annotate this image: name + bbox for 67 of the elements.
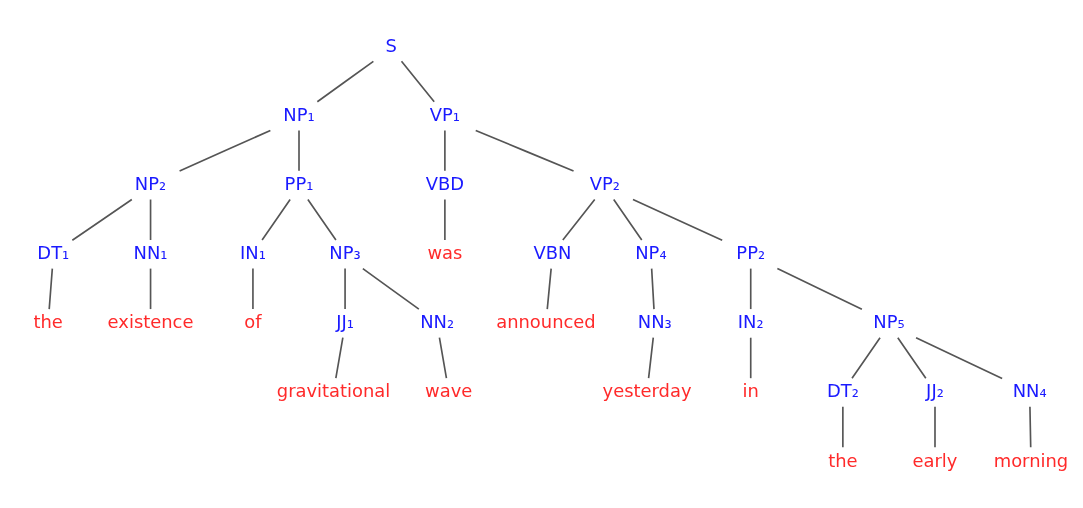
connector <box>650 267 655 310</box>
node-text: VBN <box>533 241 572 263</box>
connector <box>474 129 575 172</box>
connector <box>444 129 446 172</box>
connector <box>842 405 844 448</box>
connector <box>612 198 643 241</box>
node-text: VP₁ <box>429 103 460 125</box>
node-text: early <box>912 449 958 471</box>
connector <box>400 60 435 103</box>
node-text: NN₄ <box>1012 379 1047 401</box>
connector <box>307 198 337 241</box>
connector <box>749 267 752 310</box>
node-text: JJ₂ <box>926 379 944 401</box>
node-text: NN₂ <box>420 310 455 332</box>
connector <box>344 267 346 310</box>
connector <box>316 60 375 103</box>
connector <box>647 336 655 379</box>
connector <box>632 198 724 241</box>
connector <box>915 336 1003 379</box>
connector <box>261 198 291 241</box>
node-text: was <box>427 241 463 263</box>
node-text: NP₃ <box>329 241 361 263</box>
node-text: S <box>385 34 397 56</box>
node-text: yesterday <box>602 379 692 401</box>
connector <box>934 405 936 448</box>
connector <box>776 267 863 310</box>
node-text: morning <box>993 449 1069 471</box>
node-text: existence <box>107 310 194 332</box>
connector <box>749 336 752 379</box>
node-text: announced <box>496 310 596 332</box>
node-text: NN₃ <box>637 310 672 332</box>
node-text: NN₁ <box>133 241 168 263</box>
connector <box>1029 405 1032 448</box>
connector <box>444 198 446 241</box>
node-text: the <box>33 310 63 332</box>
node-text: wave <box>425 379 473 401</box>
connector <box>546 267 552 310</box>
connector <box>335 336 344 379</box>
connector <box>562 198 596 241</box>
connector <box>48 267 54 310</box>
node-text: in <box>742 379 759 401</box>
connector <box>896 336 927 379</box>
node-text: NP₁ <box>283 103 315 125</box>
node-text: PP₁ <box>284 172 314 194</box>
node-text: NP₄ <box>635 241 667 263</box>
node-text: IN₁ <box>240 241 266 263</box>
node-text: gravitational <box>276 379 391 401</box>
connector <box>149 267 152 310</box>
connector <box>252 267 254 310</box>
node-text: PP₂ <box>736 241 766 263</box>
node-text: IN₂ <box>737 310 764 332</box>
node-text: NP₂ <box>134 172 167 194</box>
connector <box>149 198 152 241</box>
node-text: of <box>244 310 262 332</box>
connector <box>298 129 300 172</box>
node-text: DT₂ <box>826 379 859 401</box>
node-text: DT₁ <box>37 241 70 263</box>
node-text: VP₂ <box>589 172 620 194</box>
connector <box>71 198 133 241</box>
connector <box>178 129 272 172</box>
connector <box>851 336 881 379</box>
node-text: the <box>828 449 858 471</box>
node-text: JJ₁ <box>336 310 354 332</box>
node-text: VBD <box>425 172 465 194</box>
connector <box>362 267 420 310</box>
connector <box>438 336 448 379</box>
node-text: NP₅ <box>873 310 905 332</box>
